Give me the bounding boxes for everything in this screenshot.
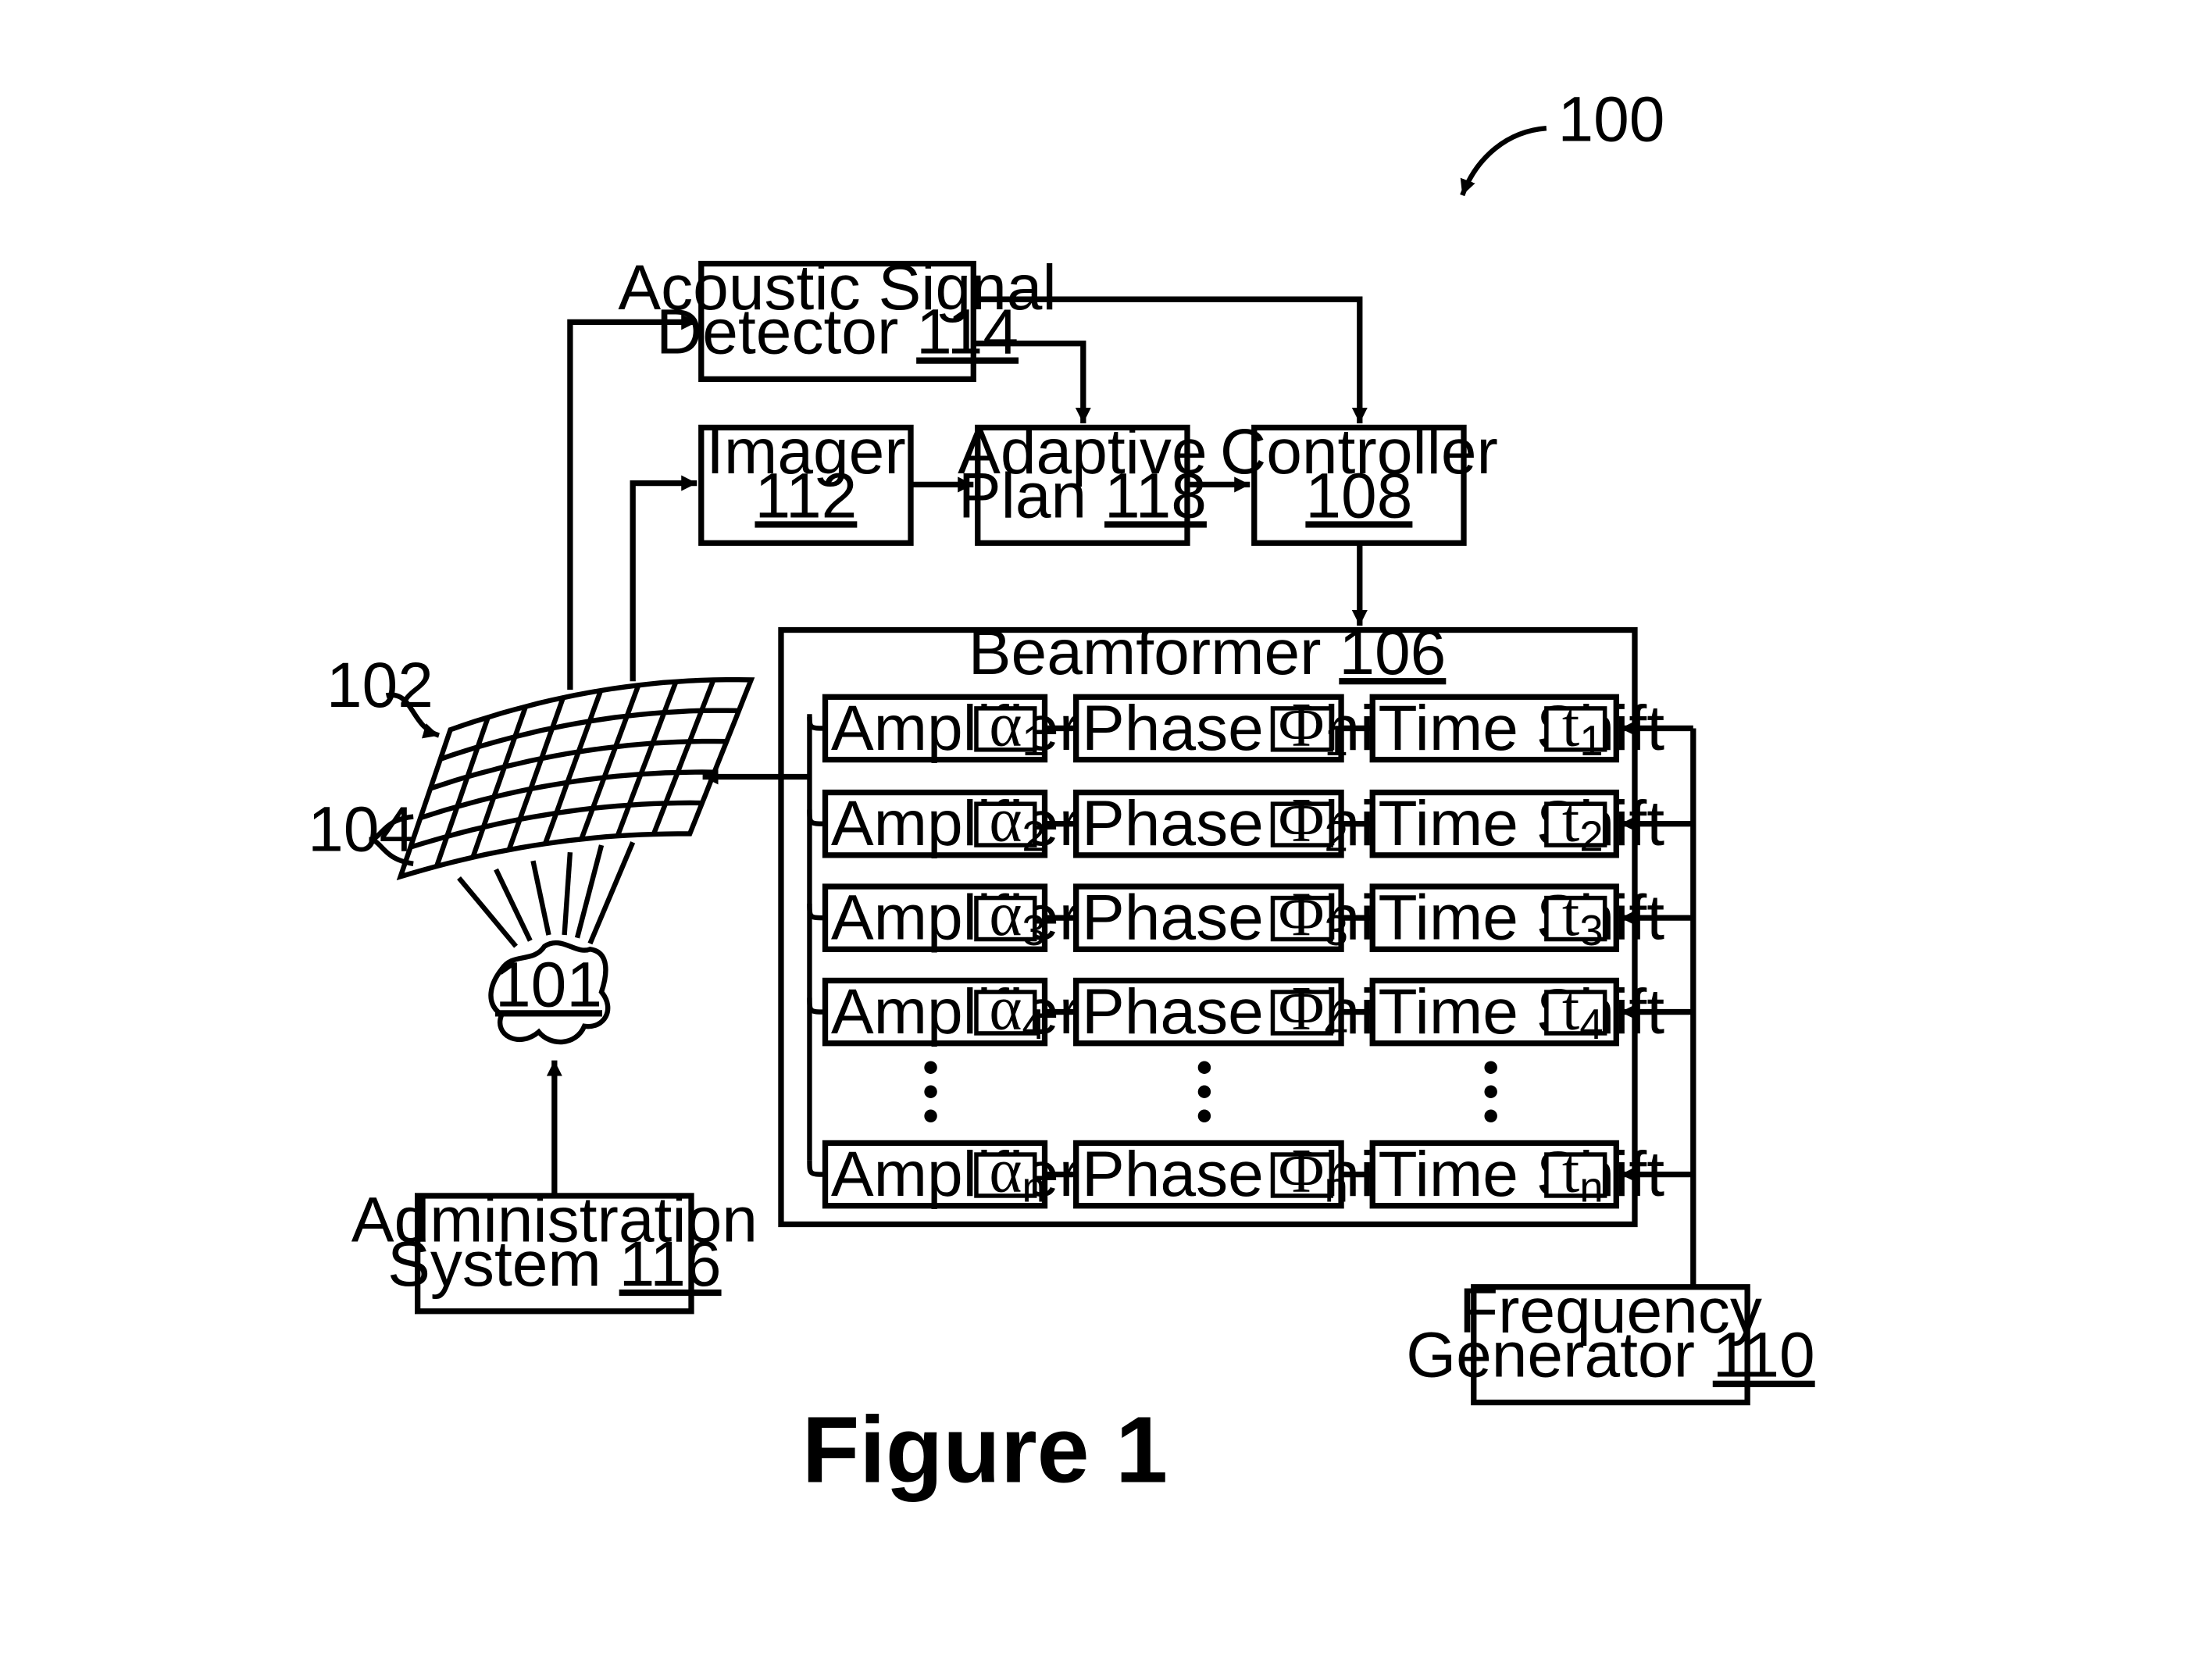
adaptive-label-line1: Adaptive bbox=[958, 416, 1208, 487]
time-param-box bbox=[1544, 895, 1607, 942]
figure-caption: Figure 1 bbox=[802, 1397, 1168, 1503]
freqgen-label-line1: Frequency bbox=[1459, 1275, 1762, 1347]
imager-block: Imager 112 bbox=[698, 416, 914, 546]
gain-param-label: α4 bbox=[989, 973, 1046, 1048]
amplifier-label: Amplifier bbox=[831, 1139, 1080, 1210]
time-param-label: t4 bbox=[1562, 973, 1604, 1048]
time-param-box bbox=[1544, 990, 1607, 1036]
controller-ref: 108 bbox=[1305, 460, 1412, 531]
phase-param-box bbox=[1270, 1152, 1334, 1198]
phase-param-label: Φ4 bbox=[1279, 973, 1348, 1048]
more-channels-ellipsis bbox=[1197, 1061, 1211, 1122]
time-shift-label: Time Shift bbox=[1379, 883, 1665, 954]
beamformer-title: Beamformer 106 bbox=[969, 617, 1447, 688]
array-ref-leader bbox=[385, 692, 441, 739]
time-shift-label: Time Shift bbox=[1379, 1139, 1665, 1210]
time-shift-label: Time Shift bbox=[1379, 693, 1665, 764]
element-ref-leader-lower bbox=[369, 837, 414, 866]
time-param-label: tn bbox=[1562, 1136, 1604, 1211]
gain-param-label: α3 bbox=[989, 879, 1046, 954]
admin-label-line1: Administration bbox=[351, 1184, 758, 1255]
figure-ref-label: 100 bbox=[1557, 84, 1664, 155]
imager-label: Imager bbox=[706, 416, 906, 487]
element-ref-label: 104 bbox=[308, 794, 415, 865]
time-param-label: t3 bbox=[1562, 879, 1604, 954]
phase-param-box bbox=[1270, 990, 1334, 1036]
gain-param-label: αn bbox=[989, 1136, 1046, 1211]
acoustic-beam-rays bbox=[457, 841, 636, 948]
array-ref-label: 102 bbox=[326, 650, 433, 721]
amplifier-label: Amplifier bbox=[831, 693, 1080, 764]
time-param-box bbox=[1544, 1152, 1607, 1198]
freqgen-label-line2: Generator 110 bbox=[1406, 1320, 1814, 1391]
time-param-box bbox=[1544, 801, 1607, 847]
target-ref-label: 101 bbox=[495, 949, 602, 1020]
gain-param-box bbox=[974, 706, 1037, 752]
array-grid-column bbox=[651, 679, 716, 836]
adaptive-label-line2: Plan 118 bbox=[958, 460, 1207, 531]
detector-to-controller-arrow bbox=[973, 296, 1368, 423]
time-param-label: t1 bbox=[1562, 690, 1604, 765]
array-to-imager-arrow bbox=[630, 475, 697, 682]
gain-param-box bbox=[974, 1152, 1037, 1198]
administration-system-block: Administration System 116 bbox=[351, 1184, 758, 1315]
phase-param-box bbox=[1270, 895, 1334, 942]
adaptive-plan-block: Adaptive Plan 118 bbox=[958, 416, 1208, 546]
array-grid-column bbox=[579, 684, 641, 840]
phase-param-box bbox=[1270, 706, 1334, 752]
gain-param-box bbox=[974, 990, 1037, 1036]
array-to-detector-arrow bbox=[567, 314, 697, 690]
controller-label: Controller bbox=[1220, 416, 1498, 487]
array-outline bbox=[396, 677, 755, 881]
figure-ref-arrow bbox=[1460, 126, 1547, 197]
gain-param-box bbox=[974, 801, 1037, 847]
acoustic-signal-detector-block: Acoustic Signal Detector 114 bbox=[618, 252, 1057, 383]
time-shift-label: Time Shift bbox=[1379, 788, 1665, 859]
time-param-label: t2 bbox=[1562, 786, 1604, 861]
time-shift-label: Time Shift bbox=[1379, 976, 1665, 1047]
time-param-box bbox=[1544, 706, 1607, 752]
detector-to-adaptive-arrow bbox=[973, 341, 1091, 423]
gain-param-label: α1 bbox=[989, 690, 1046, 765]
array-grid-column bbox=[615, 680, 679, 837]
phase-param-label: Φ2 bbox=[1279, 786, 1348, 861]
amplifier-label: Amplifier bbox=[831, 883, 1080, 954]
phase-param-label: Φn bbox=[1279, 1136, 1348, 1211]
detector-label-line1: Acoustic Signal bbox=[618, 252, 1056, 323]
gain-param-label: α2 bbox=[989, 786, 1046, 861]
array-grid-column bbox=[434, 716, 491, 868]
imager-ref: 112 bbox=[755, 460, 857, 531]
controller-block: Controller 108 bbox=[1220, 416, 1498, 546]
admin-label-line2: System 116 bbox=[387, 1229, 721, 1300]
target-region: 101 bbox=[488, 940, 611, 1045]
transducer-array bbox=[396, 677, 755, 881]
phase-param-label: Φ1 bbox=[1279, 690, 1348, 765]
more-channels-ellipsis bbox=[924, 1061, 937, 1122]
phase-param-box bbox=[1270, 801, 1334, 847]
frequency-generator-block: Frequency Generator 110 bbox=[1406, 1275, 1815, 1406]
phase-param-label: Φ3 bbox=[1279, 879, 1348, 954]
amplifier-label: Amplifier bbox=[831, 976, 1080, 1047]
more-channels-ellipsis bbox=[1484, 1061, 1497, 1122]
detector-label-line2: Detector 114 bbox=[656, 297, 1019, 368]
gain-param-box bbox=[974, 895, 1037, 942]
amplifier-bus-branch bbox=[807, 1160, 826, 1177]
array-grid-column bbox=[506, 697, 565, 851]
array-grid-column bbox=[542, 689, 604, 845]
array-grid-column bbox=[470, 705, 528, 858]
amplifier-label: Amplifier bbox=[831, 788, 1080, 859]
